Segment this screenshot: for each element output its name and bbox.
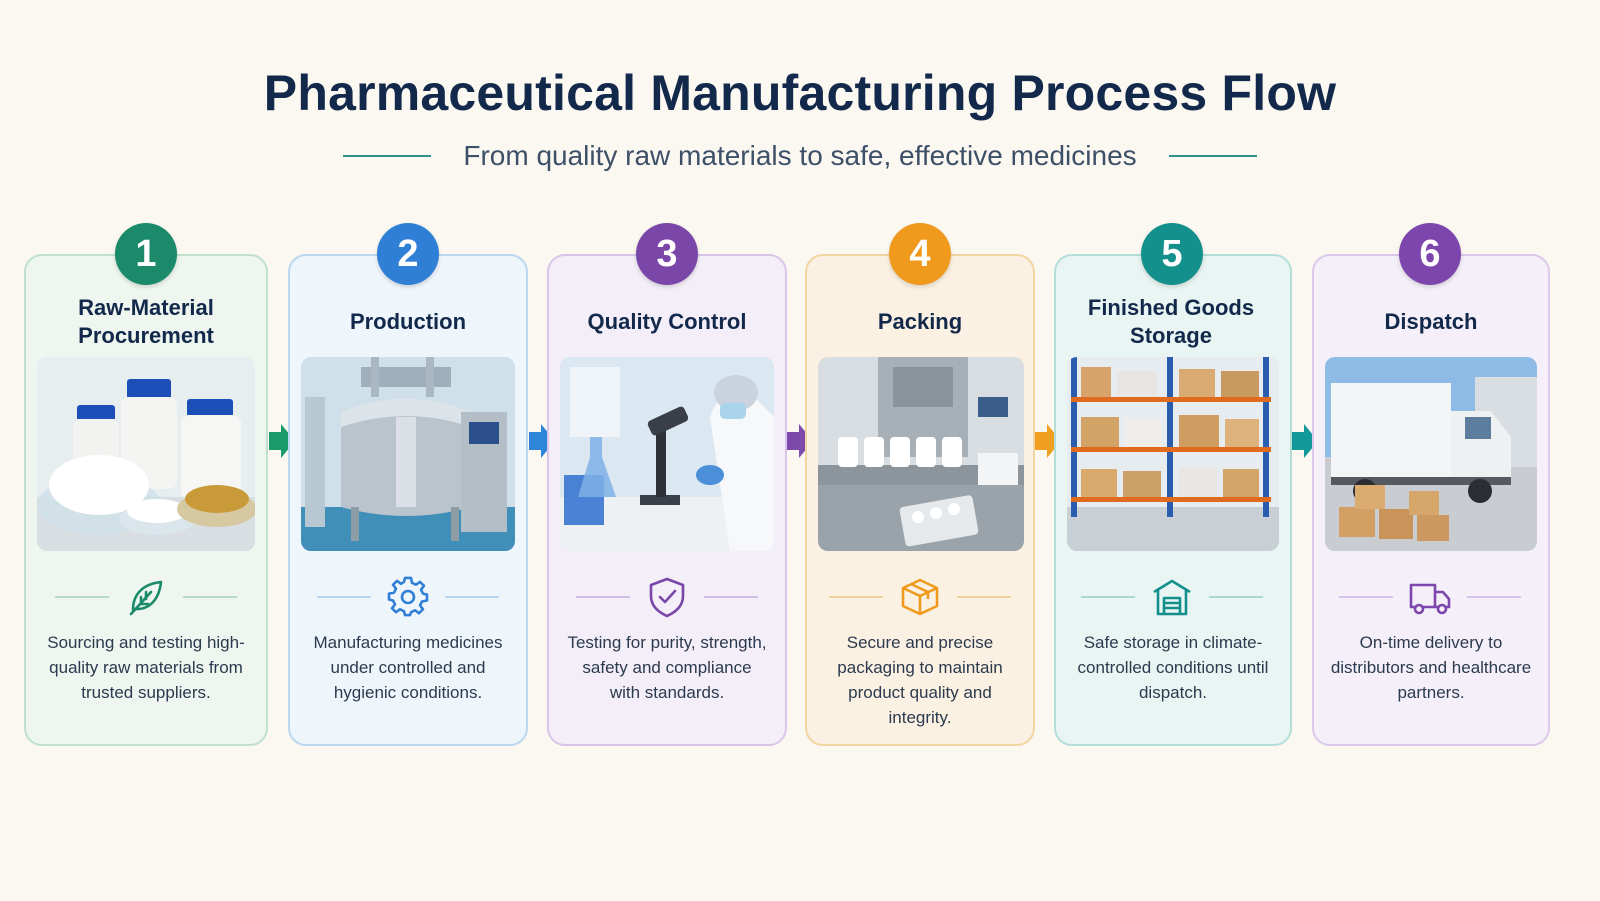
flow-arrow-2 (529, 424, 555, 458)
step-icon-row-1 (44, 572, 248, 622)
production-photo (301, 357, 515, 551)
step-description-1: Sourcing and testing high-quality raw ma… (47, 633, 245, 702)
flow-arrow-4 (1035, 424, 1061, 458)
icon-divider-left (55, 596, 109, 598)
warehouse-icon (1149, 574, 1195, 620)
flow-arrow-1 (269, 424, 295, 458)
icon-divider-right (957, 596, 1011, 598)
step-number-badge-6: 6 (1399, 223, 1461, 285)
icon-divider-left (1339, 596, 1393, 598)
step-title-6: Dispatch (1384, 309, 1478, 334)
step-icon-row-5 (1070, 572, 1274, 622)
step-title-5: Finished Goods Storage (1087, 295, 1255, 348)
icon-divider-right (1209, 596, 1263, 598)
step-description-3: Testing for purity, strength, safety and… (567, 633, 767, 702)
warehouse-photo (1067, 357, 1279, 551)
packing-photo (818, 357, 1024, 551)
icon-divider-left (576, 596, 630, 598)
icon-divider-right (183, 596, 237, 598)
flow-arrow-3 (787, 424, 813, 458)
truck-icon (1407, 574, 1453, 620)
step-description-4: Secure and precise packaging to maintain… (837, 633, 1003, 727)
page-subtitle: From quality raw materials to safe, effe… (463, 140, 1137, 171)
step-icon-row-4 (818, 572, 1022, 622)
icon-divider-left (829, 596, 883, 598)
step-number-badge-4: 4 (889, 223, 951, 285)
subtitle-row: From quality raw materials to safe, effe… (0, 136, 1600, 176)
page-title: Pharmaceutical Manufacturing Process Flo… (263, 65, 1337, 121)
icon-divider-right (704, 596, 758, 598)
step-description-5: Safe storage in climate-controlled condi… (1077, 633, 1269, 702)
shield-check-icon (644, 574, 690, 620)
step-number-badge-3: 3 (636, 223, 698, 285)
leaf-icon (123, 574, 169, 620)
icon-divider-right (1467, 596, 1521, 598)
step-icon-row-3 (565, 572, 769, 622)
step-title-4: Packing (877, 309, 963, 334)
step-number-badge-2: 2 (377, 223, 439, 285)
step-title-1: Raw-Material Procurement (78, 295, 214, 348)
step-icon-row-2 (306, 572, 510, 622)
subtitle-divider-right (1168, 155, 1257, 157)
icon-divider-right (445, 596, 499, 598)
subtitle-divider-left (343, 155, 432, 157)
quality-control-photo (560, 357, 774, 551)
step-title-3: Quality Control (587, 309, 747, 334)
icon-divider-left (317, 596, 371, 598)
step-icon-row-6 (1328, 572, 1532, 622)
icon-divider-left (1081, 596, 1135, 598)
gear-icon (385, 574, 431, 620)
raw-materials-photo (37, 357, 255, 551)
step-number-badge-1: 1 (115, 223, 177, 285)
flow-arrow-5 (1292, 424, 1318, 458)
step-description-2: Manufacturing medicines under controlled… (313, 633, 503, 702)
step-description-6: On-time delivery to distributors and hea… (1330, 633, 1532, 702)
step-number-badge-5: 5 (1141, 223, 1203, 285)
box-icon (897, 574, 943, 620)
dispatch-photo (1325, 357, 1537, 551)
step-title-2: Production (349, 309, 467, 334)
